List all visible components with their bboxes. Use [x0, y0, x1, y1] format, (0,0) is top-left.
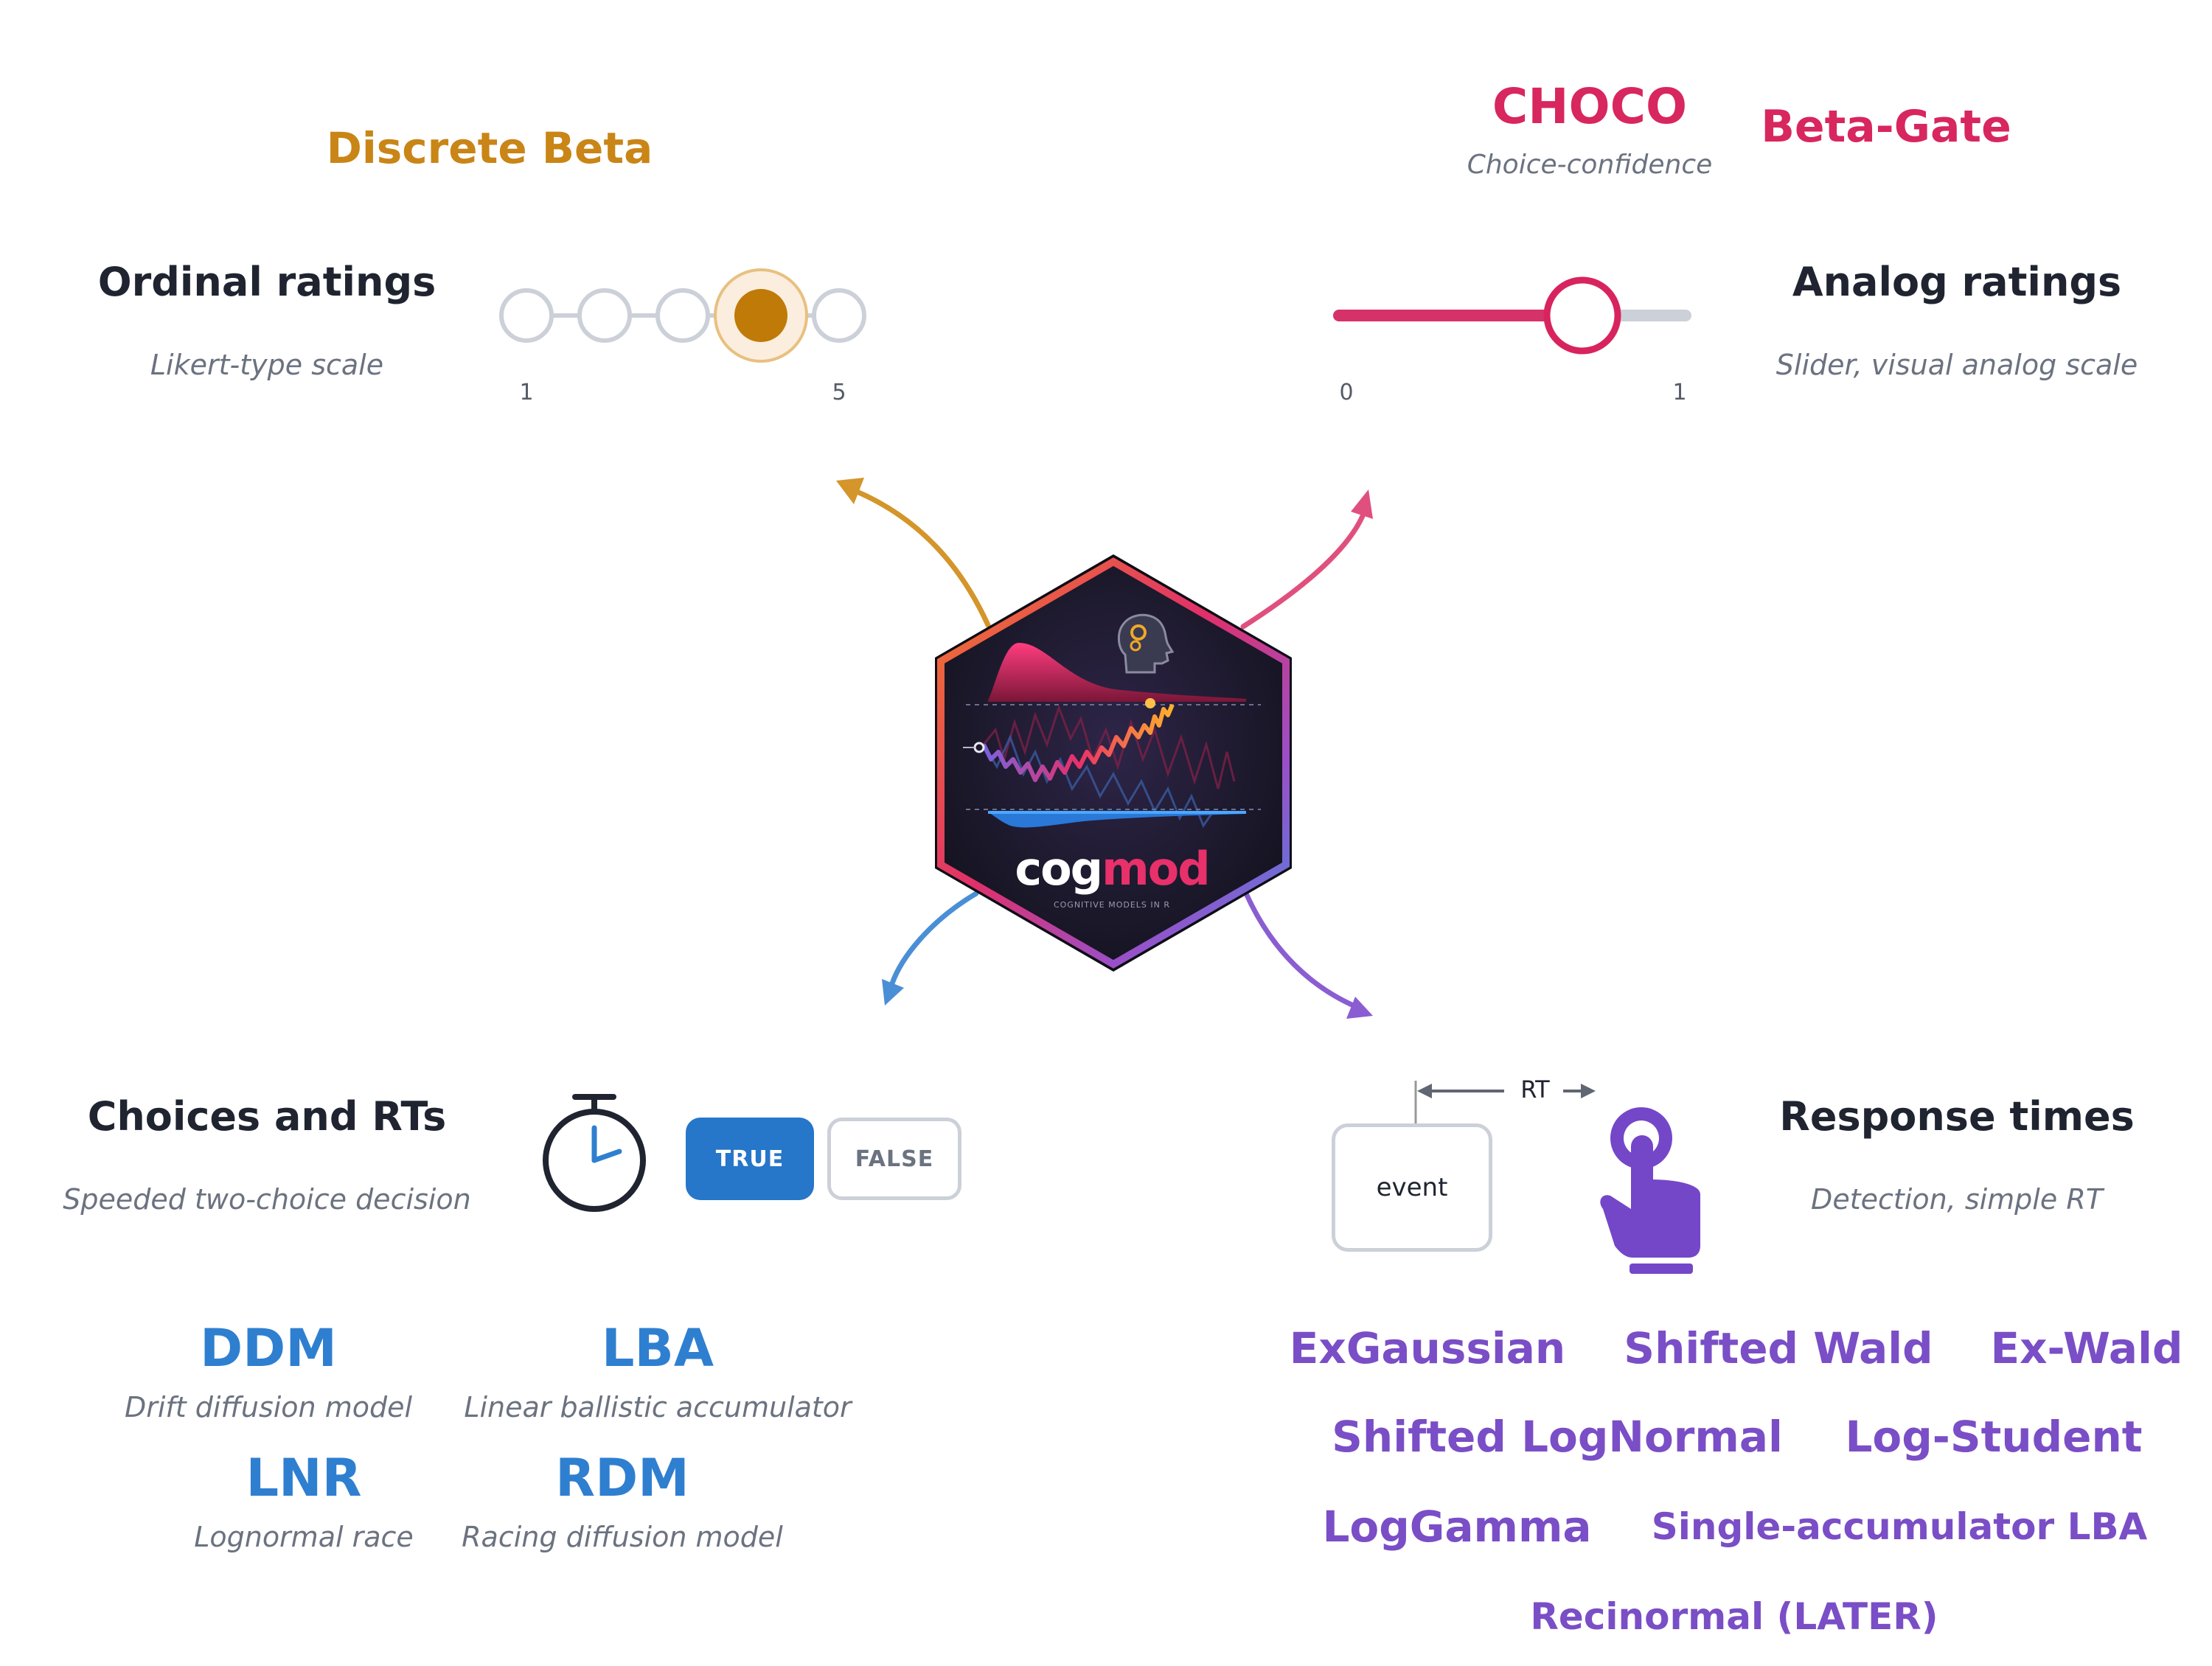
cogmod-hex-logo [935, 554, 1292, 972]
analog-slider [1333, 276, 1691, 355]
rt-model-exgaussian: ExGaussian [1289, 1323, 1566, 1373]
ordinal-model-discrete-beta: Discrete Beta [326, 123, 653, 173]
choices-subtitle: Speeded two-choice decision [63, 1183, 471, 1216]
true-button: TRUE [686, 1118, 814, 1200]
choices-model-lba-desc: Linear ballistic accumulator [464, 1391, 852, 1423]
rt-model-log-student: Log-Student [1845, 1412, 2143, 1462]
analog-model-choco-desc: Choice-confidence [1467, 150, 1713, 180]
logo-tagline: COGNITIVE MODELS IN R [1053, 900, 1171, 910]
ordinal-subtitle: Likert-type scale [150, 349, 384, 381]
arrow-to-analog [1240, 489, 1373, 630]
logo-name-mod: mod [1102, 842, 1211, 896]
rt-model-ex-wald: Ex-Wald [1990, 1323, 2183, 1373]
logo-name: cogmod [1015, 846, 1210, 892]
rt-model-single-accumulator-lba: Single-accumulator LBA [1651, 1505, 2148, 1548]
arrow-to-choices [882, 890, 979, 1005]
logo-name-cog: cog [1015, 842, 1103, 896]
ordinal-scale-max: 5 [832, 380, 846, 405]
ordinal-point-1 [499, 288, 554, 343]
walk-faint-1 [982, 704, 1236, 790]
rt-subtitle: Detection, simple RT [1811, 1183, 2103, 1216]
choices-model-lba: LBA [601, 1318, 714, 1379]
ordinal-point-4-selected [734, 289, 787, 342]
rt-model-shifted-wald: Shifted Wald [1624, 1323, 1933, 1373]
choices-model-ddm: DDM [200, 1318, 337, 1379]
ordinal-scale-min: 1 [519, 380, 534, 405]
choices-model-lnr: LNR [246, 1448, 362, 1508]
arrow-to-ordinal [836, 478, 991, 628]
ordinal-point-3 [655, 288, 710, 343]
walk-faint-2 [982, 734, 1215, 829]
analog-model-beta-gate: Beta-Gate [1761, 101, 2011, 153]
rt-interval [1414, 1081, 1596, 1123]
rt-model-recinormal: Recinormal (LATER) [1530, 1595, 1938, 1638]
analog-title: Analog ratings [1792, 259, 2122, 305]
stopwatch-icon [543, 1094, 646, 1212]
ordinal-scale [499, 268, 866, 363]
rt-label: RT [1520, 1076, 1550, 1104]
slider-thumb [1543, 276, 1621, 355]
event-box: event [1332, 1123, 1492, 1252]
analog-model-choco: CHOCO [1492, 78, 1688, 135]
tap-hand-icon [1600, 1107, 1700, 1274]
choices-title: Choices and RTs [87, 1093, 447, 1140]
ordinal-point-2 [577, 288, 632, 343]
choices-model-rdm-desc: Racing diffusion model [462, 1521, 783, 1553]
choices-model-lnr-desc: Lognormal race [194, 1521, 414, 1553]
choices-model-ddm-desc: Drift diffusion model [124, 1391, 413, 1423]
rt-title: Response times [1779, 1093, 2135, 1140]
false-button: FALSE [827, 1118, 961, 1200]
analog-subtitle: Slider, visual analog scale [1775, 349, 2138, 381]
choices-model-rdm: RDM [555, 1448, 689, 1508]
brain-gear-icon [1118, 613, 1175, 674]
walk-main [981, 703, 1175, 782]
arrow-to-rt [1243, 890, 1373, 1019]
ordinal-title: Ordinal ratings [97, 259, 437, 305]
rt-model-shifted-lognormal: Shifted LogNormal [1332, 1412, 1783, 1462]
analog-scale-max: 1 [1672, 380, 1687, 405]
analog-scale-min: 0 [1339, 380, 1354, 405]
ordinal-point-5 [812, 288, 866, 343]
rt-model-loggamma: LogGamma [1322, 1502, 1592, 1552]
